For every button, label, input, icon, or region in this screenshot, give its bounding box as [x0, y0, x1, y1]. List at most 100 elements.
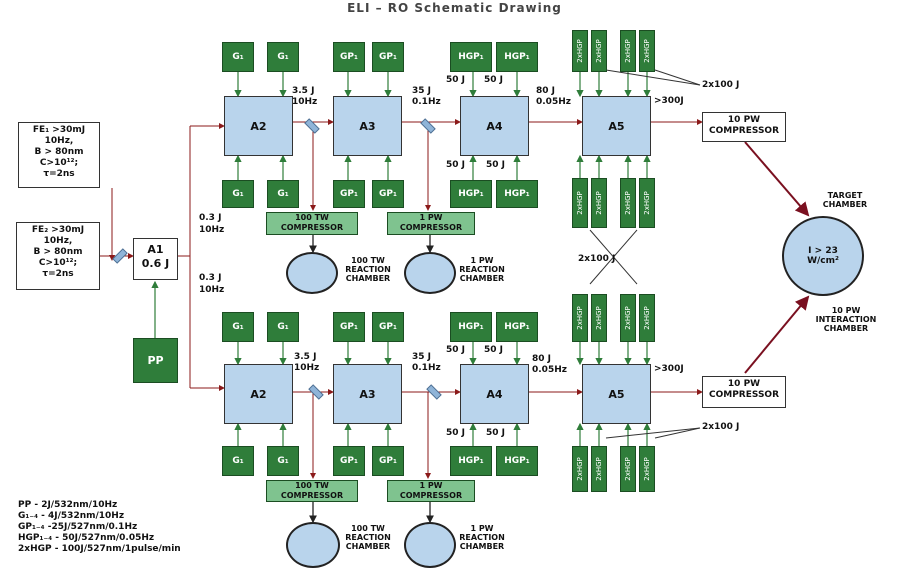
interaction-chamber-l2: INTERACTION — [815, 315, 877, 324]
compressor-10pw-top-l1: 10 PW — [727, 115, 761, 125]
pump-pp: PP — [133, 338, 178, 383]
energy-a2-top-j: 3.5 J — [292, 86, 315, 96]
front-end-1: FE₁ >30mJ 10Hz, B > 80nm C>10¹²; τ=2ns — [18, 122, 100, 188]
rc-100tw-top-l1: 100 TW — [351, 256, 385, 265]
amplifier-a3-bottom: A3 — [333, 364, 402, 424]
pump-2xhgp-b6: 2xHGP — [591, 446, 607, 492]
amplifier-a5-top: A5 — [582, 96, 651, 156]
energy-hgp-top-2: 50 J — [484, 75, 504, 85]
pump-g-top-1: G₁ — [222, 42, 254, 72]
compressor-100tw-top-l2: COMPRESSOR — [280, 223, 344, 232]
pump-gp-top-1: GP₁ — [333, 42, 365, 72]
pump-2xhgp-b2: 2xHGP — [591, 294, 607, 342]
pump-2xhgp-label: 2xHGP — [624, 457, 632, 481]
compressor-1pw-top-l1: 1 PW — [419, 213, 443, 222]
fe1-line-2: 10Hz, — [44, 136, 74, 146]
split-label-bottom: 0.3 J 10Hz — [199, 272, 224, 296]
energy-a4-bottom-hz: 0.05Hz — [532, 365, 567, 375]
pump-2xhgp-t4: 2xHGP — [639, 30, 655, 72]
energy-hgp-bottom-1: 50 J — [446, 345, 466, 355]
rc-100tw-bottom-l2: REACTION — [345, 533, 391, 542]
reaction-chamber-100tw-top — [286, 252, 338, 294]
energy-a3-bottom-j: 35 J — [412, 352, 432, 362]
pump-g-top-3: G₁ — [222, 180, 254, 208]
energy-hgp-top-3: 50 J — [446, 160, 466, 170]
compressor-1pw-top: 1 PW COMPRESSOR — [387, 212, 475, 235]
intensity-l1: I > 23 — [808, 246, 838, 256]
pump-2xhgp-label: 2xHGP — [595, 39, 603, 63]
compressor-100tw-bottom-l2: COMPRESSOR — [280, 491, 344, 500]
energy-a4-top-j: 80 J — [536, 86, 556, 96]
reaction-chamber-1pw-top — [404, 252, 456, 294]
legend-item-g: G₁₋₄ - 4J/532nm/10Hz — [18, 511, 125, 521]
compressor-10pw-bottom: 10 PW COMPRESSOR — [702, 376, 786, 408]
compressor-1pw-top-l2: COMPRESSOR — [399, 223, 463, 232]
energy-a2-top-hz: 10Hz — [292, 97, 318, 107]
split-label-top: 0.3 J 10Hz — [199, 212, 224, 236]
pump-hgp-bottom-3: HGP₁ — [450, 446, 492, 476]
interaction-chamber: I > 23 W/cm² — [782, 216, 864, 296]
split-top-rate: 10Hz — [199, 225, 225, 235]
amplifier-a4-top: A4 — [460, 96, 529, 156]
interaction-chamber-label: 10 PW INTERACTION CHAMBER — [796, 306, 896, 333]
energy-a3-bottom-hz: 0.1Hz — [412, 363, 441, 373]
pump-g-bottom-3: G₁ — [222, 446, 254, 476]
pump-gp-top-3: GP₁ — [333, 180, 365, 208]
rc-1pw-bottom-l1: 1 PW — [470, 524, 494, 533]
pump-gp-top-2: GP₁ — [372, 42, 404, 72]
energy-a3-top-j: 35 J — [412, 86, 432, 96]
pump-2xhgp-b7: 2xHGP — [620, 446, 636, 492]
pump-2xhgp-label: 2xHGP — [595, 457, 603, 481]
a1-energy: 0.6 J — [141, 257, 170, 270]
energy-hgp-top-1: 50 J — [446, 75, 466, 85]
pump-2xhgp-label: 2xHGP — [595, 306, 603, 330]
amplifier-a2-top: A2 — [224, 96, 293, 156]
target-chamber-l1: TARGET — [827, 191, 863, 200]
amplifier-a1: A1 0.6 J — [133, 238, 178, 280]
energy-a2-bottom-j: 3.5 J — [294, 352, 317, 362]
label-2x100-middle: 2x100 J — [578, 254, 616, 264]
reaction-chamber-1pw-bottom-label: 1 PW REACTION CHAMBER — [452, 524, 512, 551]
pump-2xhgp-label: 2xHGP — [576, 457, 584, 481]
rc-100tw-bottom-l3: CHAMBER — [345, 542, 391, 551]
fe2-line-5: τ=2ns — [42, 269, 74, 279]
reaction-chamber-1pw-bottom — [404, 522, 456, 568]
energy-a3-top-hz: 0.1Hz — [412, 97, 441, 107]
pump-g-bottom-4: G₁ — [267, 446, 299, 476]
pump-g-bottom-2: G₁ — [267, 312, 299, 342]
energy-a4-bottom-j: 80 J — [532, 354, 552, 364]
intensity-l2: W/cm² — [807, 256, 839, 266]
label-2x100-top: 2x100 J — [702, 80, 740, 90]
compressor-100tw-top: 100 TW COMPRESSOR — [266, 212, 358, 235]
energy-hgp-bottom-4: 50 J — [486, 428, 506, 438]
pump-2xhgp-label: 2xHGP — [643, 39, 651, 63]
energy-a2-top: 3.5 J 10Hz — [292, 86, 317, 108]
a1-label: A1 — [147, 243, 164, 256]
pump-2xhgp-label: 2xHGP — [576, 191, 584, 215]
pump-2xhgp-label: 2xHGP — [576, 306, 584, 330]
pump-gp-top-4: GP₁ — [372, 180, 404, 208]
legend-item-pp: PP - 2J/532nm/10Hz — [18, 500, 118, 510]
energy-a5-bottom: >300J — [654, 364, 684, 374]
pump-gp-bottom-1: GP₁ — [333, 312, 365, 342]
amplifier-a3-top: A3 — [333, 96, 402, 156]
pump-2xhgp-label: 2xHGP — [624, 306, 632, 330]
pump-2xhgp-t2: 2xHGP — [591, 30, 607, 72]
pump-hgp-bottom-4: HGP₁ — [496, 446, 538, 476]
pump-hgp-bottom-2: HGP₁ — [496, 312, 538, 342]
interaction-chamber-l1: 10 PW — [831, 306, 861, 315]
compressor-1pw-bottom-l1: 1 PW — [419, 481, 443, 490]
energy-a4-top-hz: 0.05Hz — [536, 97, 571, 107]
pump-2xhgp-t7: 2xHGP — [620, 178, 636, 228]
pump-2xhgp-t5: 2xHGP — [572, 178, 588, 228]
front-end-2: FE₂ >30mJ 10Hz, B > 80nm C>10¹²; τ=2ns — [16, 222, 100, 290]
rc-1pw-top-l3: CHAMBER — [459, 274, 505, 283]
energy-a2-bottom: 3.5 J 10Hz — [294, 352, 319, 374]
fe1-line-1: FE₁ >30mJ — [32, 125, 86, 135]
fe2-line-2: 10Hz, — [43, 236, 73, 246]
rc-1pw-bottom-l3: CHAMBER — [459, 542, 505, 551]
pump-2xhgp-label: 2xHGP — [643, 306, 651, 330]
fe2-line-4: C>10¹²; — [38, 258, 78, 268]
split-bottom-rate: 10Hz — [199, 285, 225, 295]
pump-2xhgp-b4: 2xHGP — [639, 294, 655, 342]
